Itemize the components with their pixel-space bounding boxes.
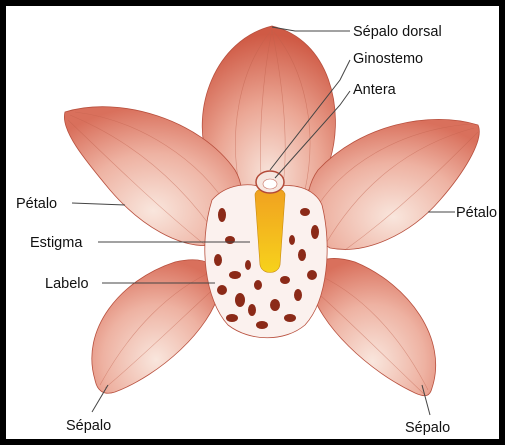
label-ginostemo: Ginostemo bbox=[353, 51, 423, 67]
leader-petalo-left bbox=[72, 203, 125, 205]
label-estigma: Estigma bbox=[30, 235, 83, 251]
label-labelo: Labelo bbox=[45, 276, 89, 292]
label-petalo-right: Pétalo bbox=[456, 205, 497, 221]
orchid-diagram: Sépalo dorsal Ginostemo Antera Pétalo Pé… bbox=[6, 6, 499, 439]
left-lateral-sepal bbox=[92, 260, 221, 393]
diagram-frame: Sépalo dorsal Ginostemo Antera Pétalo Pé… bbox=[6, 6, 499, 439]
label-antera: Antera bbox=[353, 82, 397, 98]
label-sepalo-dorsal: Sépalo dorsal bbox=[353, 24, 442, 40]
label-sepalo-left: Sépalo bbox=[66, 418, 111, 434]
column bbox=[255, 188, 285, 273]
right-lateral-sepal bbox=[309, 259, 435, 396]
label-sepalo-right: Sépalo bbox=[405, 420, 450, 436]
label-petalo-left: Pétalo bbox=[16, 196, 57, 212]
